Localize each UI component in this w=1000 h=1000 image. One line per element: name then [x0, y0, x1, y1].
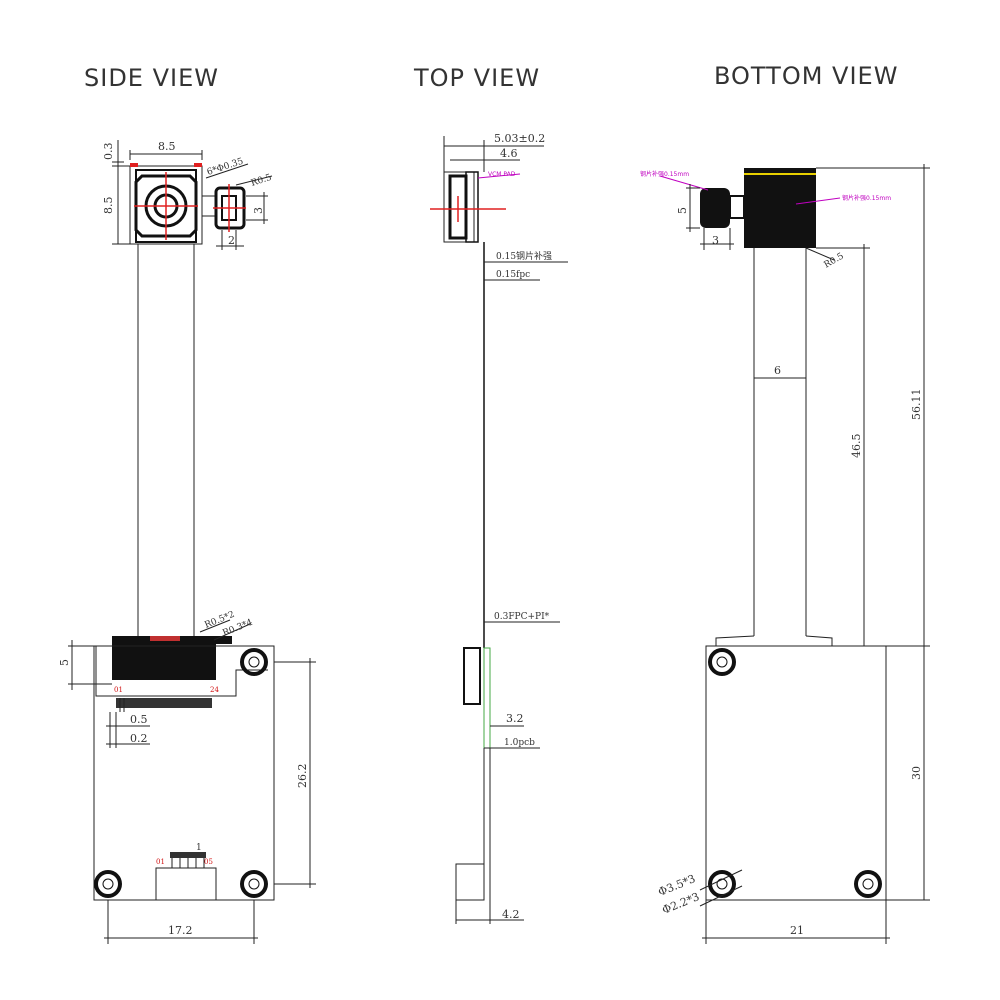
leader-line	[699, 885, 743, 907]
side-dim-top-offset: 0.3	[102, 143, 115, 161]
side-dim-connector-height: 3	[252, 207, 265, 214]
bottom-dim-30: 30	[910, 766, 923, 780]
side-pad-right	[194, 163, 202, 167]
bottom-dim-21: 21	[790, 924, 804, 937]
side-dim-05: 0.5	[130, 713, 148, 726]
leader-line	[213, 623, 251, 641]
side-mount-hole-bl-inner	[102, 878, 114, 890]
top-dim-46: 4.6	[500, 147, 518, 160]
bottom-leader-right	[795, 197, 841, 205]
side-pad-left	[130, 163, 138, 167]
bottom-dim-5611: 56.11	[910, 389, 923, 421]
side-mount-hole-br	[240, 870, 268, 898]
side-dim-5: 5	[58, 659, 71, 666]
side-mount-hole-bl	[94, 870, 122, 898]
bottom-steel-plate	[744, 168, 816, 248]
side-pin-1-label: 1	[196, 843, 202, 853]
top-pcb-green	[483, 647, 491, 749]
bottom-view	[659, 164, 930, 944]
side-dim-02: 0.2	[130, 732, 148, 745]
top-fpc-pi-label: 0.3FPC+PI*	[494, 612, 550, 622]
top-vcm-pad: VCM PAD	[488, 171, 516, 178]
top-view	[430, 136, 568, 924]
leader-line	[205, 163, 249, 179]
side-small-pin-bar	[170, 852, 206, 858]
side-hole-spec: 6*Φ0.35	[206, 157, 245, 178]
bottom-dim-465: 46.5	[850, 434, 863, 459]
side-radius-small: R0.5	[250, 173, 273, 189]
bottom-mount-hole-tl	[708, 648, 736, 676]
side-dim-172: 17.2	[168, 924, 193, 937]
bottom-radius: R0.5	[823, 251, 847, 270]
bottom-mount-hole-br-inner	[862, 878, 874, 890]
top-board-connector	[463, 647, 481, 705]
side-dim-width: 8.5	[158, 140, 176, 153]
side-small-pin-05: 05	[204, 858, 213, 866]
side-dim-262: 26.2	[296, 764, 309, 789]
leader-line	[699, 869, 743, 891]
leader-line	[235, 175, 273, 186]
top-steel-label: 0.15钢片补强	[496, 250, 552, 262]
side-lens-frame	[134, 174, 198, 238]
side-mount-hole-tr	[240, 648, 268, 676]
top-fpc-label: 0.15fpc	[496, 270, 530, 280]
bottom-dim-3: 3	[712, 234, 719, 247]
bottom-label-left: 钢片补强0.15mm	[640, 170, 689, 178]
bottom-connector-block	[700, 188, 730, 228]
side-small-connector	[155, 867, 217, 901]
top-view-title: TOP VIEW	[414, 64, 541, 92]
side-view-title: SIDE VIEW	[84, 64, 219, 92]
side-pin-24-label: 24	[210, 686, 219, 694]
vcm-leader	[477, 173, 521, 179]
top-dim-42: 4.2	[502, 908, 520, 921]
bottom-dim-6: 6	[774, 364, 781, 377]
top-dim-32: 3.2	[506, 712, 524, 725]
bottom-dim-5: 5	[676, 207, 689, 214]
side-pin-row	[116, 698, 212, 708]
bottom-label-right: 钢片补强0.15mm	[842, 194, 891, 202]
side-dim-height: 8.5	[102, 197, 115, 215]
side-pcb-outline	[93, 645, 275, 901]
bottom-leader-left	[659, 175, 709, 191]
bottom-view-title: BOTTOM VIEW	[714, 62, 899, 90]
leader-line	[199, 619, 231, 633]
bottom-mount-hole-tl-inner	[716, 656, 728, 668]
side-pin-01-label: 01	[114, 686, 123, 694]
side-dim-connector-width: 2	[228, 234, 235, 247]
bottom-mount-hole-bl-inner	[716, 878, 728, 890]
side-connector-neck	[201, 195, 217, 217]
top-bottom-connector	[455, 863, 485, 901]
leader-line	[805, 247, 835, 261]
bottom-flex-foot	[715, 635, 833, 646]
side-mount-hole-tr-inner	[248, 656, 260, 668]
top-pcb-label: 1.0pcb	[504, 738, 535, 748]
side-connector-label-bg	[150, 636, 180, 641]
side-small-pin-01: 01	[156, 858, 165, 866]
top-module-outline	[443, 171, 475, 243]
side-view	[68, 140, 316, 944]
side-board-connector-body	[112, 644, 216, 680]
top-module-body	[465, 171, 479, 243]
side-mount-hole-br-inner	[248, 878, 260, 890]
bottom-pcb-outline	[705, 645, 887, 901]
bottom-connector-neck	[729, 195, 745, 219]
bottom-mount-hole-br	[854, 870, 882, 898]
top-dim-503: 5.03±0.2	[494, 132, 545, 145]
